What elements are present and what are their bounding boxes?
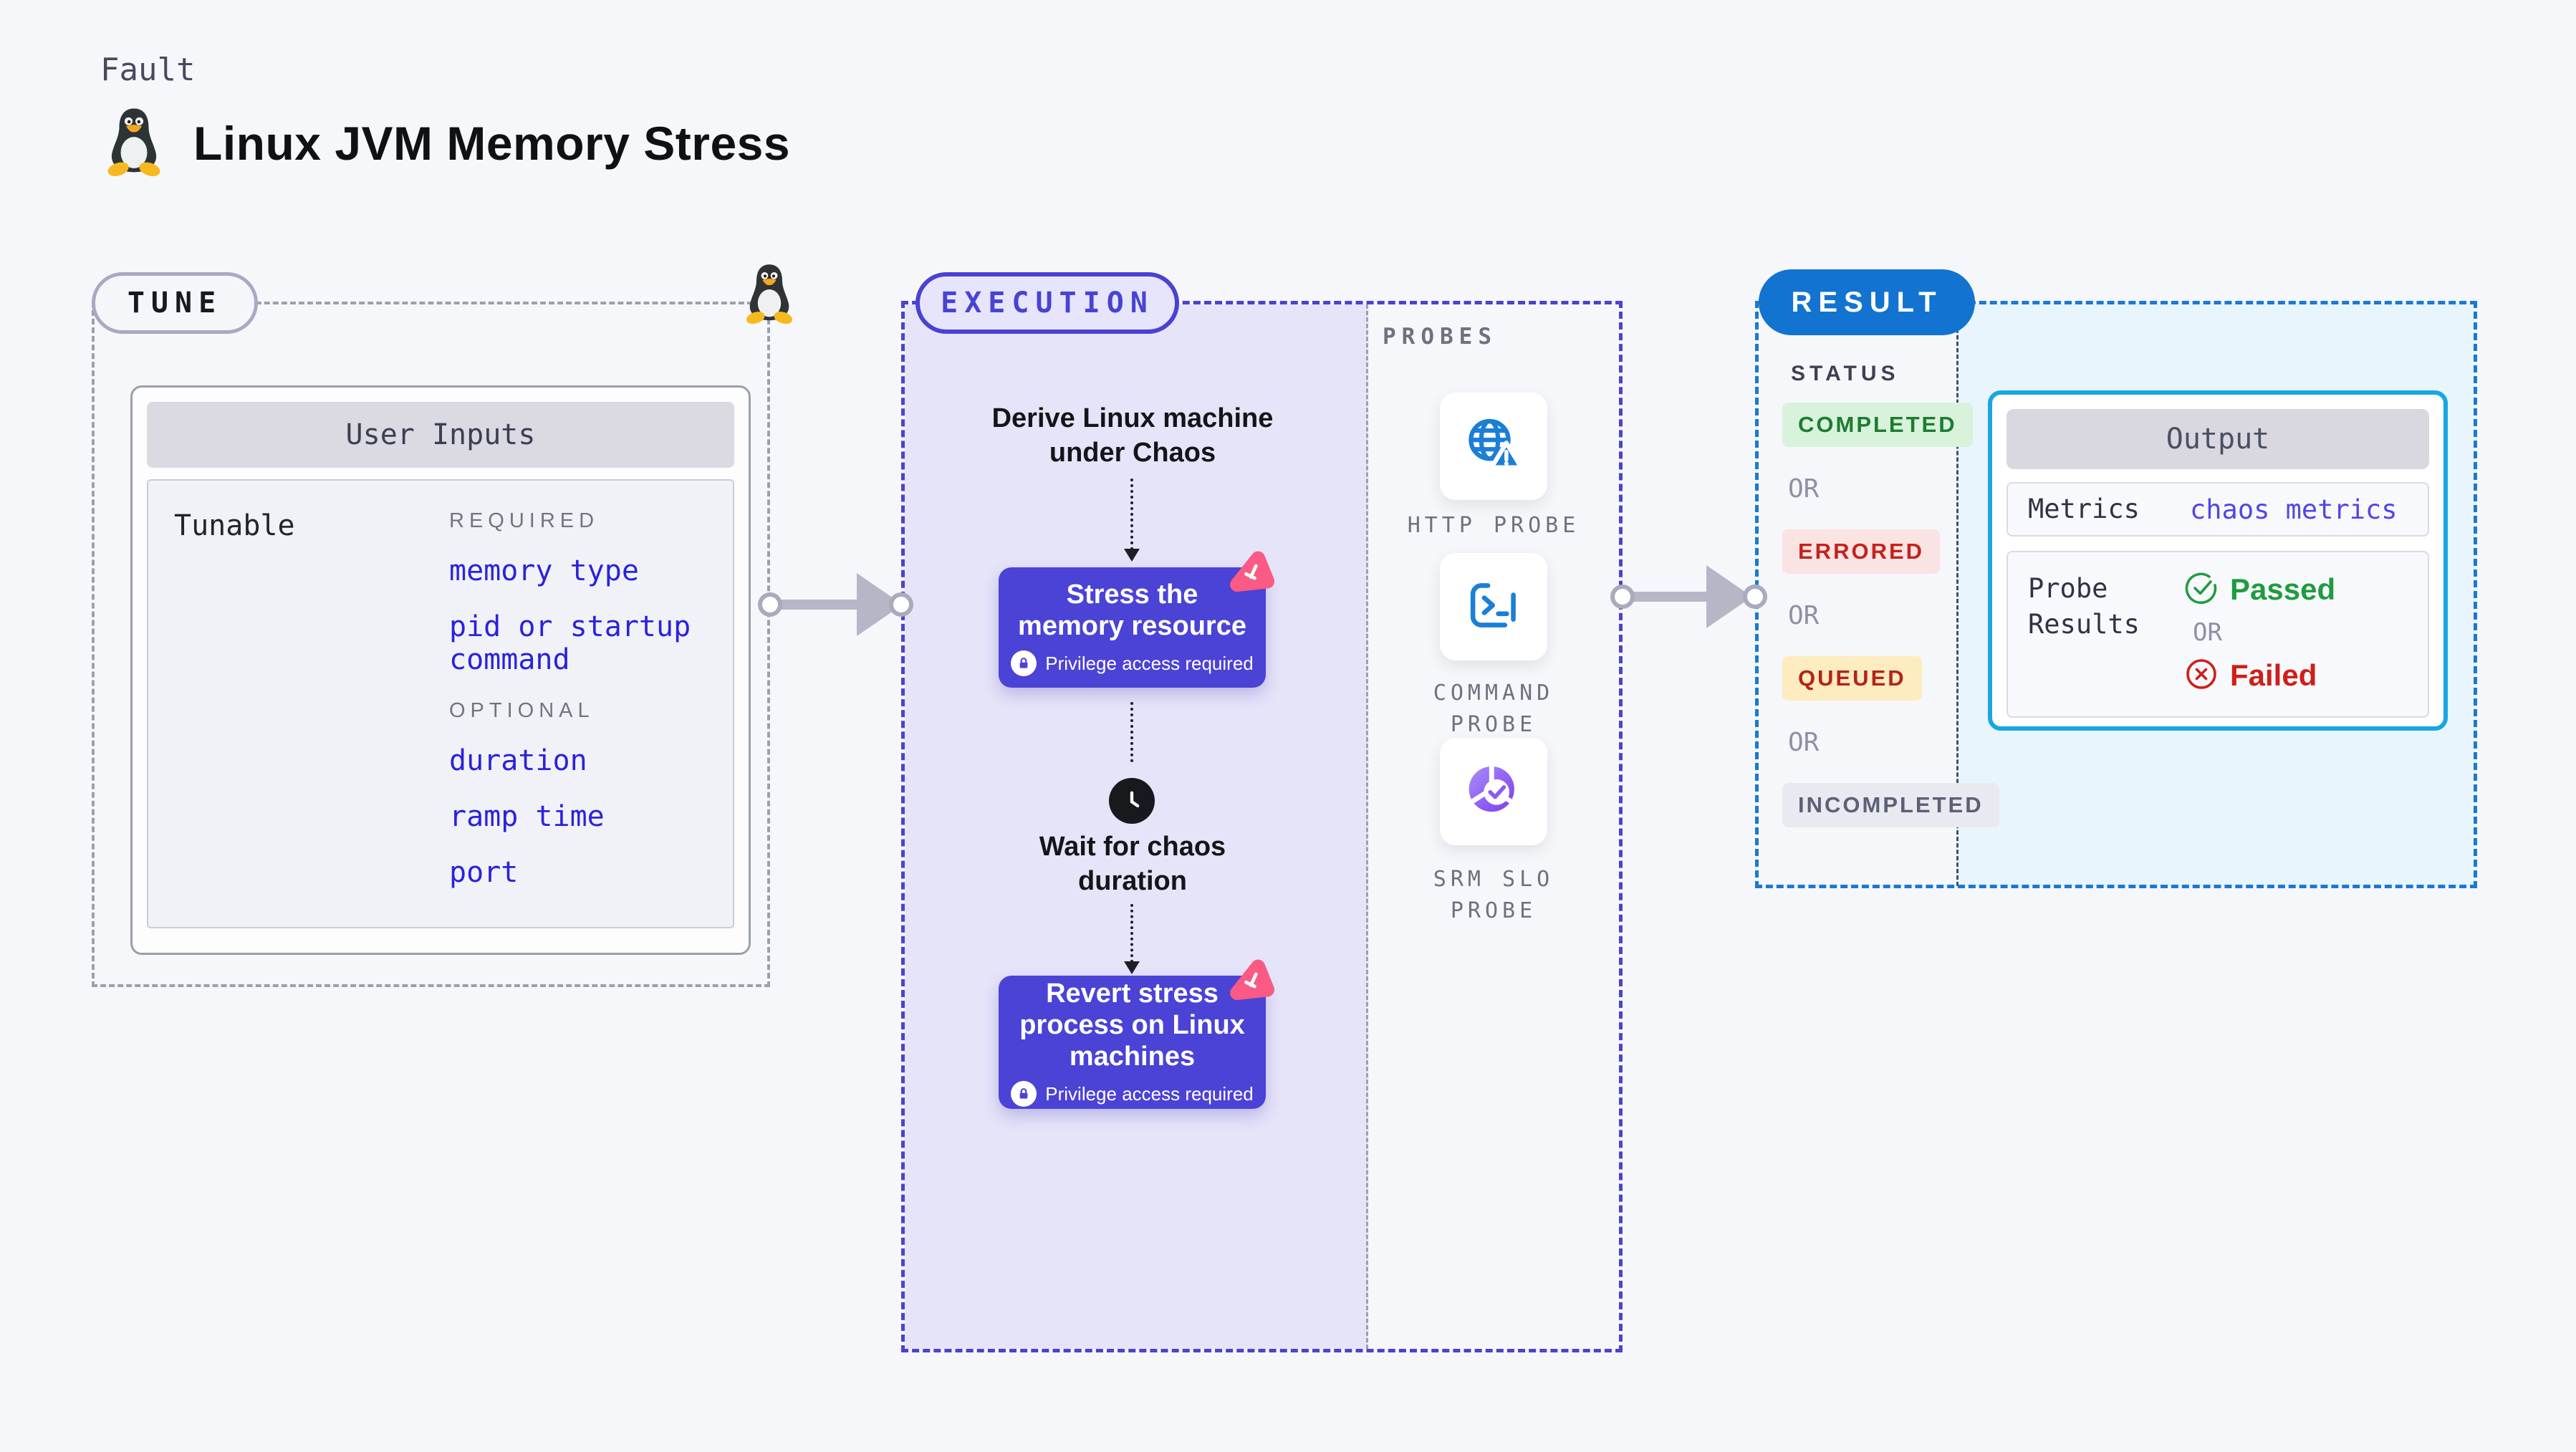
failed-label: Failed <box>2230 658 2317 692</box>
optional-heading: OPTIONAL <box>449 699 595 722</box>
probes-heading: PROBES <box>1383 324 1497 350</box>
fault-eyebrow: Fault <box>100 52 196 88</box>
param-memory-type[interactable]: memory type <box>449 554 639 587</box>
srm-slo-probe-label: SRM SLO PROBE <box>1433 867 1554 923</box>
stress-node-label: Stress the memory resource <box>1018 580 1246 641</box>
status-badge-queued: QUEUED <box>1782 656 1922 701</box>
slo-donut-check-icon <box>1462 759 1525 824</box>
execution-badge: EXECUTION <box>915 272 1179 334</box>
tune-badge: TUNE <box>92 272 258 334</box>
metrics-row: Metrics chaos metrics <box>2007 482 2429 537</box>
or-separator: OR <box>2193 618 2222 647</box>
connector-derive-to-stress <box>1130 479 1133 550</box>
http-probe-label: HTTP PROBE <box>1407 513 1580 538</box>
status-stack: COMPLETED OR ERRORED OR QUEUED OR INCOMP… <box>1782 403 1999 855</box>
status-badge-incompleted: INCOMPLETED <box>1782 783 1999 827</box>
user-inputs-title: User Inputs <box>147 402 734 468</box>
execution-section-box <box>901 301 1623 1352</box>
privilege-row: Privilege access required <box>1011 1081 1254 1107</box>
status-badge-errored: ERRORED <box>1782 529 1941 574</box>
output-card: Output Metrics chaos metrics Probe Resul… <box>1988 390 2448 731</box>
status-heading: STATUS <box>1791 362 1900 385</box>
passed-label: Passed <box>2230 572 2336 606</box>
connector-wait-to-revert <box>1130 904 1133 963</box>
chaos-logo-icon <box>1223 956 1277 1007</box>
x-circle-icon <box>2184 657 2219 694</box>
lock-icon <box>1011 650 1037 676</box>
or-separator: OR <box>1788 601 1820 630</box>
title-row: Linux JVM Memory Stress <box>105 106 790 181</box>
tune-section-box <box>92 302 770 987</box>
revert-stress-node: Revert stress process on Linux machines … <box>999 959 1275 1109</box>
param-duration[interactable]: duration <box>449 744 587 777</box>
failed-row: Failed <box>2184 657 2335 694</box>
passed-row: Passed <box>2184 571 2335 608</box>
privilege-row: Privilege access required <box>1011 650 1254 676</box>
probe-results-values: Passed OR Failed <box>2184 571 2335 694</box>
result-badge: RESULT <box>1759 269 1975 335</box>
privilege-note: Privilege access required <box>1045 1082 1254 1105</box>
clock-icon <box>1109 778 1155 824</box>
metrics-value-link[interactable]: chaos metrics <box>2190 494 2398 525</box>
user-inputs-card: User Inputs Tunable REQUIRED memory type… <box>130 385 751 955</box>
chaos-logo-icon <box>1223 547 1277 599</box>
tune-connector-dot <box>758 592 782 617</box>
tux-penguin-small-icon <box>744 262 795 328</box>
parameter-column: REQUIRED memory type pid or startup comm… <box>449 509 733 912</box>
execution-connector-dot <box>889 592 913 617</box>
probes-connector-dot <box>1610 585 1635 609</box>
connector-stress-to-wait <box>1130 702 1133 762</box>
srm-slo-probe-card <box>1440 738 1547 845</box>
result-connector-dot <box>1743 585 1767 609</box>
tune-to-execution-arrow-line <box>774 600 865 610</box>
page-title: Linux JVM Memory Stress <box>193 117 791 170</box>
execution-to-result-arrow-line <box>1626 592 1712 602</box>
lock-icon <box>1011 1081 1037 1107</box>
derive-step-label: Derive Linux machine under Chaos <box>991 403 1274 468</box>
privilege-note: Privilege access required <box>1045 652 1254 674</box>
execution-flow-panel <box>905 304 1368 1349</box>
wait-step-label: Wait for chaos duration <box>1039 832 1226 896</box>
status-badge-completed: COMPLETED <box>1782 403 1973 447</box>
param-port[interactable]: port <box>449 856 519 889</box>
param-pid-or-startup-command[interactable]: pid or startup command <box>449 610 691 676</box>
command-probe-card <box>1440 553 1547 660</box>
probe-results-label: Probe Results <box>2028 573 2140 640</box>
param-ramp-time[interactable]: ramp time <box>449 800 605 833</box>
stress-memory-node: Stress the memory resource Privilege acc… <box>999 551 1275 688</box>
tunable-row-label: Tunable <box>174 509 295 542</box>
user-inputs-body: Tunable REQUIRED memory type pid or star… <box>147 479 734 928</box>
revert-node-label: Revert stress process on Linux machines <box>1019 979 1245 1072</box>
metrics-label: Metrics <box>2028 494 2140 524</box>
tux-penguin-icon <box>105 106 163 181</box>
globe-alert-icon <box>1462 413 1525 479</box>
http-probe-card <box>1440 393 1547 500</box>
or-separator: OR <box>1788 474 1820 504</box>
command-probe-label: COMMAND PROBE <box>1433 681 1554 737</box>
output-title: Output <box>2007 409 2429 469</box>
connector-derive-arrowhead <box>1124 549 1140 562</box>
or-separator: OR <box>1788 728 1820 757</box>
probe-results-row: Probe Results Passed OR <box>2007 551 2429 718</box>
terminal-icon <box>1464 575 1524 638</box>
check-circle-icon <box>2184 571 2219 608</box>
connector-revert-arrowhead <box>1124 961 1140 974</box>
required-heading: REQUIRED <box>449 509 600 532</box>
